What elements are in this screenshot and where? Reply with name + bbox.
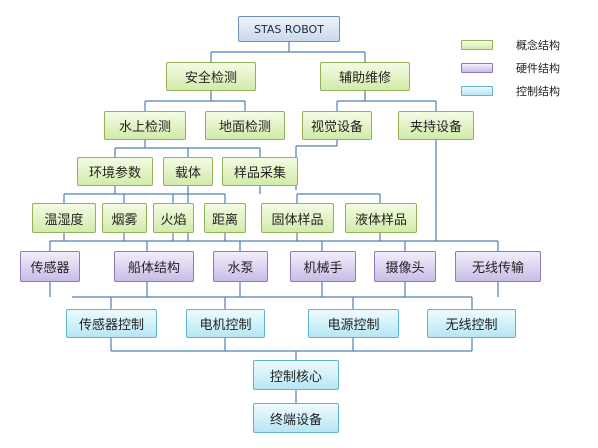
node-temperature-humidity: 温湿度: [32, 203, 96, 233]
node-flame: 火焰: [153, 203, 194, 233]
node-motor-control: 电机控制: [186, 309, 265, 338]
node-wireless-transmission: 无线传输: [455, 251, 541, 282]
node-sensor: 传感器: [20, 251, 80, 282]
node-auxiliary-maintenance: 辅助维修: [320, 62, 410, 91]
node-smoke: 烟雾: [102, 203, 147, 233]
node-water-inspection: 水上检测: [104, 111, 186, 140]
legend-label-concept: 概念结构: [516, 39, 560, 52]
node-clamp-device: 夹持设备: [398, 111, 474, 140]
node-camera: 摄像头: [374, 251, 436, 282]
node-ground-inspection: 地面检测: [205, 111, 285, 140]
legend-swatch-hardware: [461, 63, 493, 73]
legend-label-control: 控制结构: [516, 85, 560, 98]
node-sample-collection: 样品采集: [222, 157, 298, 186]
node-safety-inspection: 安全检测: [166, 62, 256, 91]
legend-swatch-control: [461, 86, 493, 96]
node-environment-params: 环境参数: [77, 157, 153, 186]
node-solid-sample: 固体样品: [261, 203, 334, 233]
node-sensor-control: 传感器控制: [66, 309, 157, 338]
legend-label-hardware: 硬件结构: [516, 62, 560, 75]
node-terminal-device: 终端设备: [253, 403, 339, 433]
node-carrier: 载体: [163, 157, 213, 186]
node-liquid-sample: 液体样品: [345, 203, 417, 233]
node-control-core: 控制核心: [253, 360, 339, 390]
node-vision-device: 视觉设备: [302, 111, 372, 140]
node-distance: 距离: [204, 203, 246, 233]
node-manipulator: 机械手: [290, 251, 356, 282]
node-hull-structure: 船体结构: [114, 251, 194, 282]
node-wireless-control: 无线控制: [427, 309, 516, 338]
root-node: STAS ROBOT: [238, 16, 340, 42]
node-water-pump: 水泵: [213, 251, 268, 282]
legend-swatch-concept: [461, 40, 493, 50]
node-power-control: 电源控制: [308, 309, 399, 338]
